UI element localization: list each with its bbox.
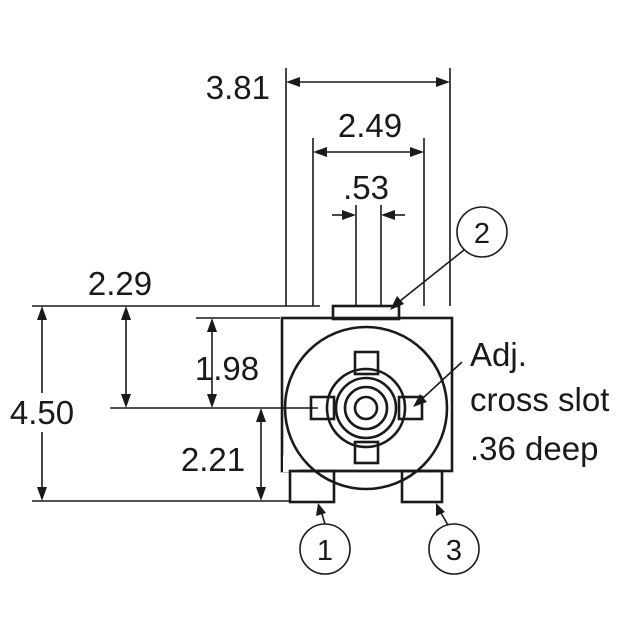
pin-1-label: 1	[317, 535, 333, 567]
pin-2-label: 2	[474, 218, 490, 250]
dimension-overall-width-label: 3.81	[206, 69, 270, 106]
dimension-overall-height: 4.50	[10, 306, 74, 501]
note-line-3: .36 deep	[470, 430, 598, 467]
pin-1-leg	[288, 469, 336, 504]
extension-lines-left	[32, 305, 320, 502]
dimension-top-offset-label: 2.29	[88, 265, 152, 302]
rotor-outer-ring	[283, 325, 449, 491]
dimension-upper-height: 1.98	[195, 318, 259, 408]
pin-3-label: 3	[446, 535, 462, 567]
dimension-lower-height: 2.21	[181, 408, 266, 501]
adjuster-ring	[325, 367, 407, 449]
adjuster-ring-inner	[334, 376, 398, 440]
pin-3-callout: 3	[428, 503, 480, 575]
adjuster-center-hole	[353, 395, 379, 421]
slot-notch-bottom	[353, 440, 380, 465]
dimension-inner-width: 2.49	[312, 107, 425, 306]
pin-1-callout: 1	[299, 503, 351, 575]
dimension-overall-height-label: 4.50	[10, 394, 74, 431]
adjuster-hub	[343, 385, 389, 431]
dimension-inner-width-label: 2.49	[338, 107, 402, 144]
note-line-1: Adj.	[470, 336, 527, 373]
slot-notch-top	[353, 350, 380, 376]
pin-3-leg	[400, 469, 444, 504]
pin-2-callout: 2	[390, 206, 508, 310]
slot-notch-left	[309, 395, 336, 421]
component-body	[280, 304, 454, 504]
dimension-overall-width: 3.81	[206, 68, 451, 306]
dimension-upper-height-label: 1.98	[195, 350, 259, 387]
dimension-slot-width-label: .53	[343, 169, 389, 206]
dimension-lower-height-label: 2.21	[181, 441, 245, 478]
cross-slot-note: Adj. cross slot .36 deep	[413, 336, 609, 467]
slot-notch-right	[397, 395, 424, 421]
dimension-top-offset	[121, 306, 131, 408]
note-line-2: cross slot	[470, 381, 609, 418]
dimension-slot-width: .53	[332, 169, 405, 306]
